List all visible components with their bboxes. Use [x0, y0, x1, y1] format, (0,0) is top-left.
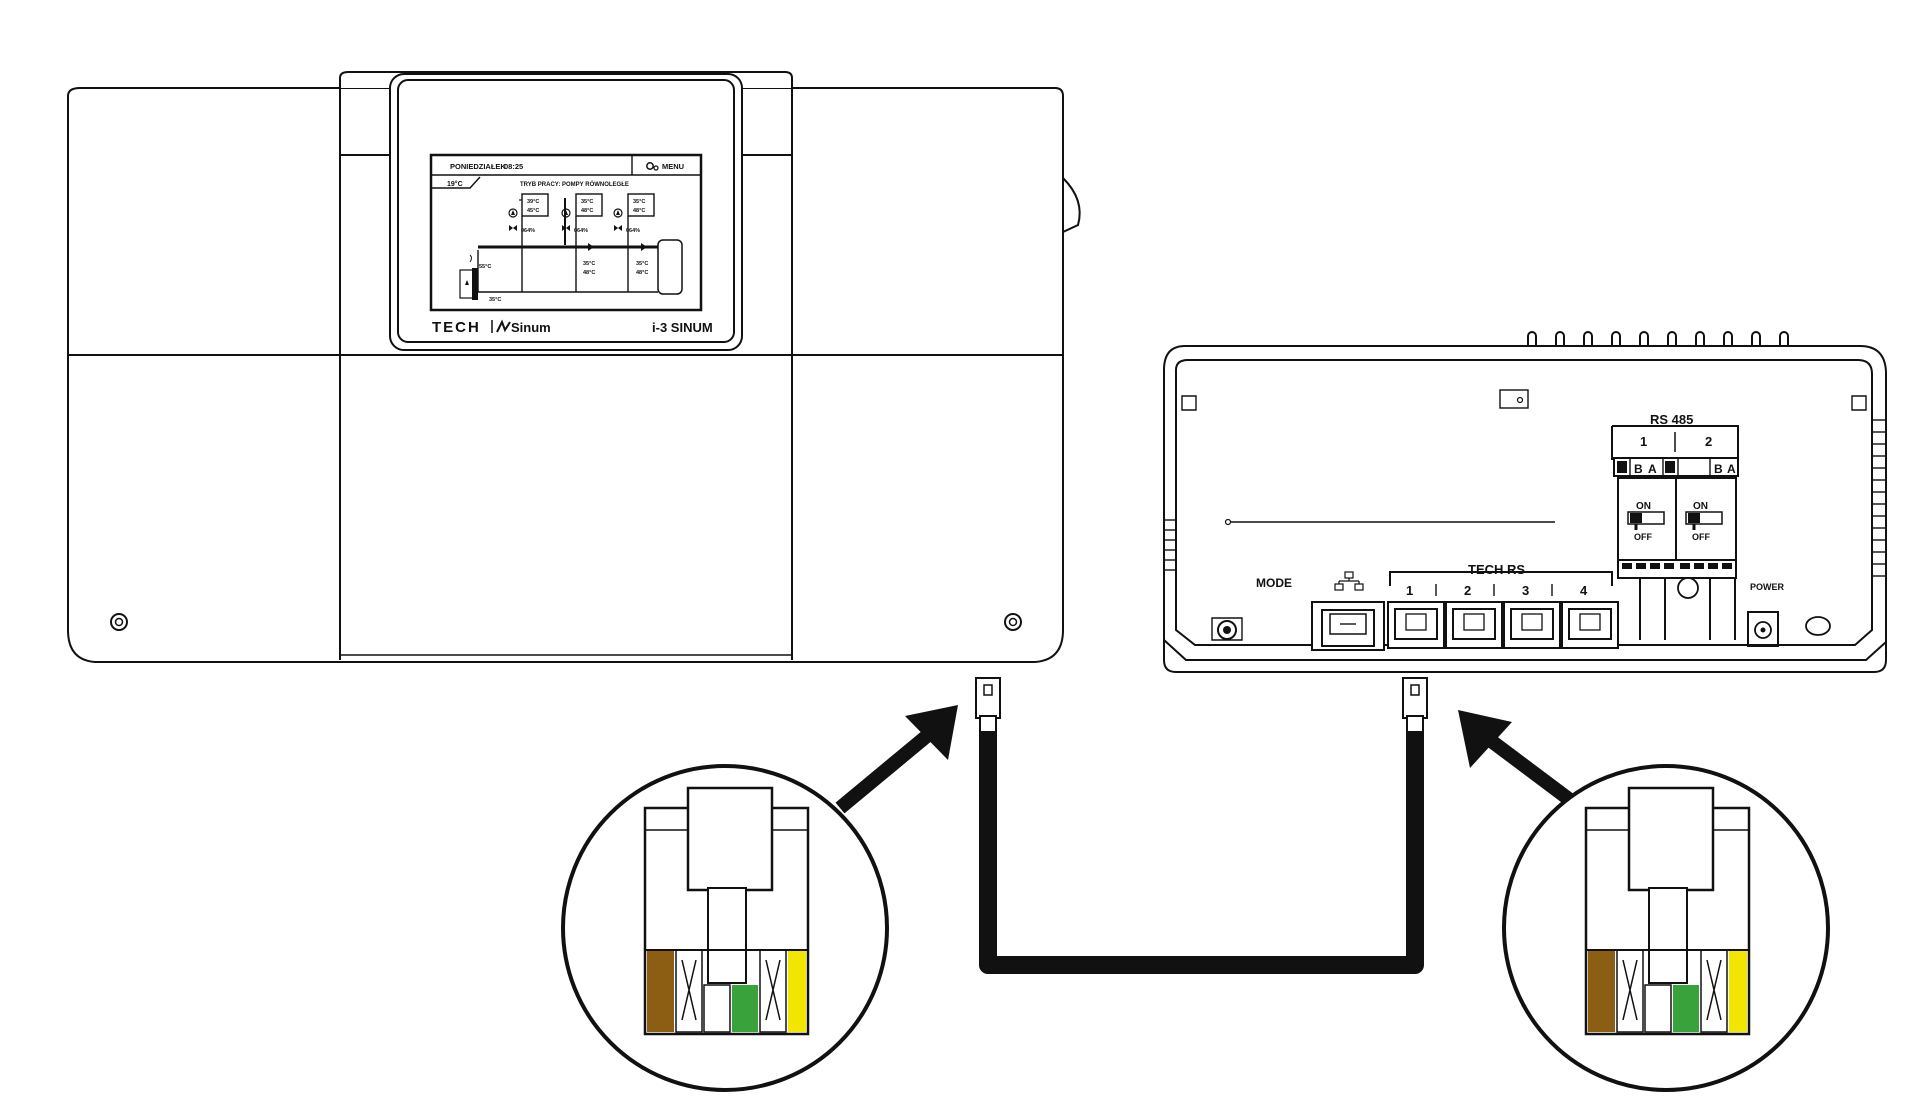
tech-rs-port-1-label: 1 [1406, 583, 1413, 598]
wire-white-2 [1644, 984, 1672, 1033]
sinum-logo-icon [496, 319, 511, 333]
rs485-channel-1: 1 [1640, 434, 1647, 449]
tech-rs-port-2[interactable] [1445, 601, 1503, 649]
wire-white-2 [703, 984, 731, 1033]
switch-2-off-label: OFF [1692, 532, 1710, 542]
tech-rs-port-4[interactable] [1561, 601, 1619, 649]
svg-text:35°C: 35°C [581, 199, 593, 205]
tech-rs-port-4-label: 4 [1580, 583, 1588, 598]
ethernet-port[interactable] [1311, 601, 1385, 651]
valve-icon [509, 225, 517, 231]
screen-circuit-3[interactable]: 35°C 48°C [627, 193, 655, 217]
wire-green [1673, 985, 1699, 1032]
wire-yellow [1729, 950, 1747, 1032]
screw-icon [110, 613, 128, 631]
power-label: POWER [1750, 582, 1785, 592]
boiler-icon [459, 254, 478, 300]
switch-1-off-label: OFF [1634, 532, 1652, 542]
wire-green [732, 985, 758, 1032]
screen-mode-label: TRYB PRACY: POMPY RÓWNOLEGŁE [520, 180, 629, 188]
gear-icon[interactable] [646, 162, 659, 171]
rs-module-device: RS 485 1 2 B A B A ON ON [1163, 331, 1887, 673]
line-2-set: 35°C [636, 261, 648, 267]
switch-2-on-label: ON [1693, 501, 1708, 512]
screen-circuit-2[interactable]: 35°C 48°C [575, 193, 603, 217]
arrow-to-left-plug-icon [835, 705, 958, 814]
line-1-actual: 48°C [583, 270, 595, 276]
rs485-terminal-block: RS 485 1 2 B A B A ON ON [1611, 412, 1739, 640]
left-plug-zoom [561, 764, 889, 1092]
tech-rs-port-2-label: 2 [1464, 583, 1471, 598]
screw-icon [1004, 613, 1022, 631]
tank-icon [657, 239, 683, 295]
rs485-pin-a1: A [1648, 462, 1657, 476]
sub-brand-logo: Sinum [511, 320, 551, 335]
valve-1-value: 064% [521, 228, 535, 234]
valve-icon [614, 225, 622, 231]
wire-brown [1588, 950, 1615, 1032]
termination-switch-2[interactable] [1685, 511, 1723, 530]
rs485-pin-b2: B [1714, 462, 1723, 476]
rj-cable [975, 677, 1428, 974]
mode-button[interactable] [1211, 617, 1243, 641]
tech-rs-port-3[interactable] [1503, 601, 1561, 649]
screen-time: 08:25 [504, 162, 523, 171]
boiler-bottom-temp: 35°C [489, 297, 501, 303]
rj-plug-left [975, 677, 1001, 733]
screen-menu-label[interactable]: MENU [662, 162, 684, 171]
rs485-title: RS 485 [1650, 412, 1693, 427]
rs485-pin-b1: B [1634, 462, 1643, 476]
brand-logo: TECH [432, 319, 481, 336]
ground-icon [1665, 461, 1675, 473]
screen-outside-temp: 19°C [447, 180, 463, 188]
arrow-to-right-plug-icon [1458, 710, 1583, 812]
svg-text:39°C: 39°C [527, 199, 539, 205]
boiler-top-temp: 55°C [479, 264, 491, 270]
svg-text:45°C: 45°C [527, 208, 539, 214]
network-icon [1334, 571, 1364, 591]
rs485-channel-2: 2 [1705, 434, 1712, 449]
wire-brown [647, 950, 674, 1032]
switch-1-on-label: ON [1636, 501, 1651, 512]
svg-text:48°C: 48°C [633, 208, 645, 214]
power-socket[interactable] [1747, 611, 1779, 647]
model-label: i-3 SINUM [652, 320, 713, 335]
tech-rs-port-1[interactable] [1387, 601, 1445, 649]
termination-switch-1[interactable] [1627, 511, 1665, 530]
tech-rs-port-3-label: 3 [1522, 583, 1529, 598]
wire-white-3 [1700, 949, 1728, 1033]
tech-rs-title: TECH RS [1468, 562, 1525, 577]
controller-device: PONIEDZIAŁEK 08:25 MENU 19°C TRYB PRACY:… [67, 71, 1081, 663]
valve-2-value: 064% [574, 228, 588, 234]
wire-yellow [788, 950, 806, 1032]
line-1-set: 35°C [583, 261, 595, 267]
mode-label: MODE [1256, 576, 1292, 590]
wire-white-1 [1616, 949, 1644, 1033]
rj-plug-right [1402, 677, 1428, 733]
right-plug-zoom [1502, 764, 1830, 1092]
line-2-actual: 48°C [636, 270, 648, 276]
rs485-pin-a2: A [1727, 462, 1736, 476]
svg-text:48°C: 48°C [581, 208, 593, 214]
pump-icon [613, 208, 623, 218]
wire-white-3 [759, 949, 787, 1033]
screen-day: PONIEDZIAŁEK [450, 162, 506, 171]
svg-text:35°C: 35°C [633, 199, 645, 205]
valve-3-value: 064% [626, 228, 640, 234]
ground-icon [1617, 461, 1627, 473]
wire-white-1 [675, 949, 703, 1033]
pump-icon [508, 208, 518, 218]
screen-circuit-1[interactable]: 39°C 45°C [521, 193, 549, 217]
